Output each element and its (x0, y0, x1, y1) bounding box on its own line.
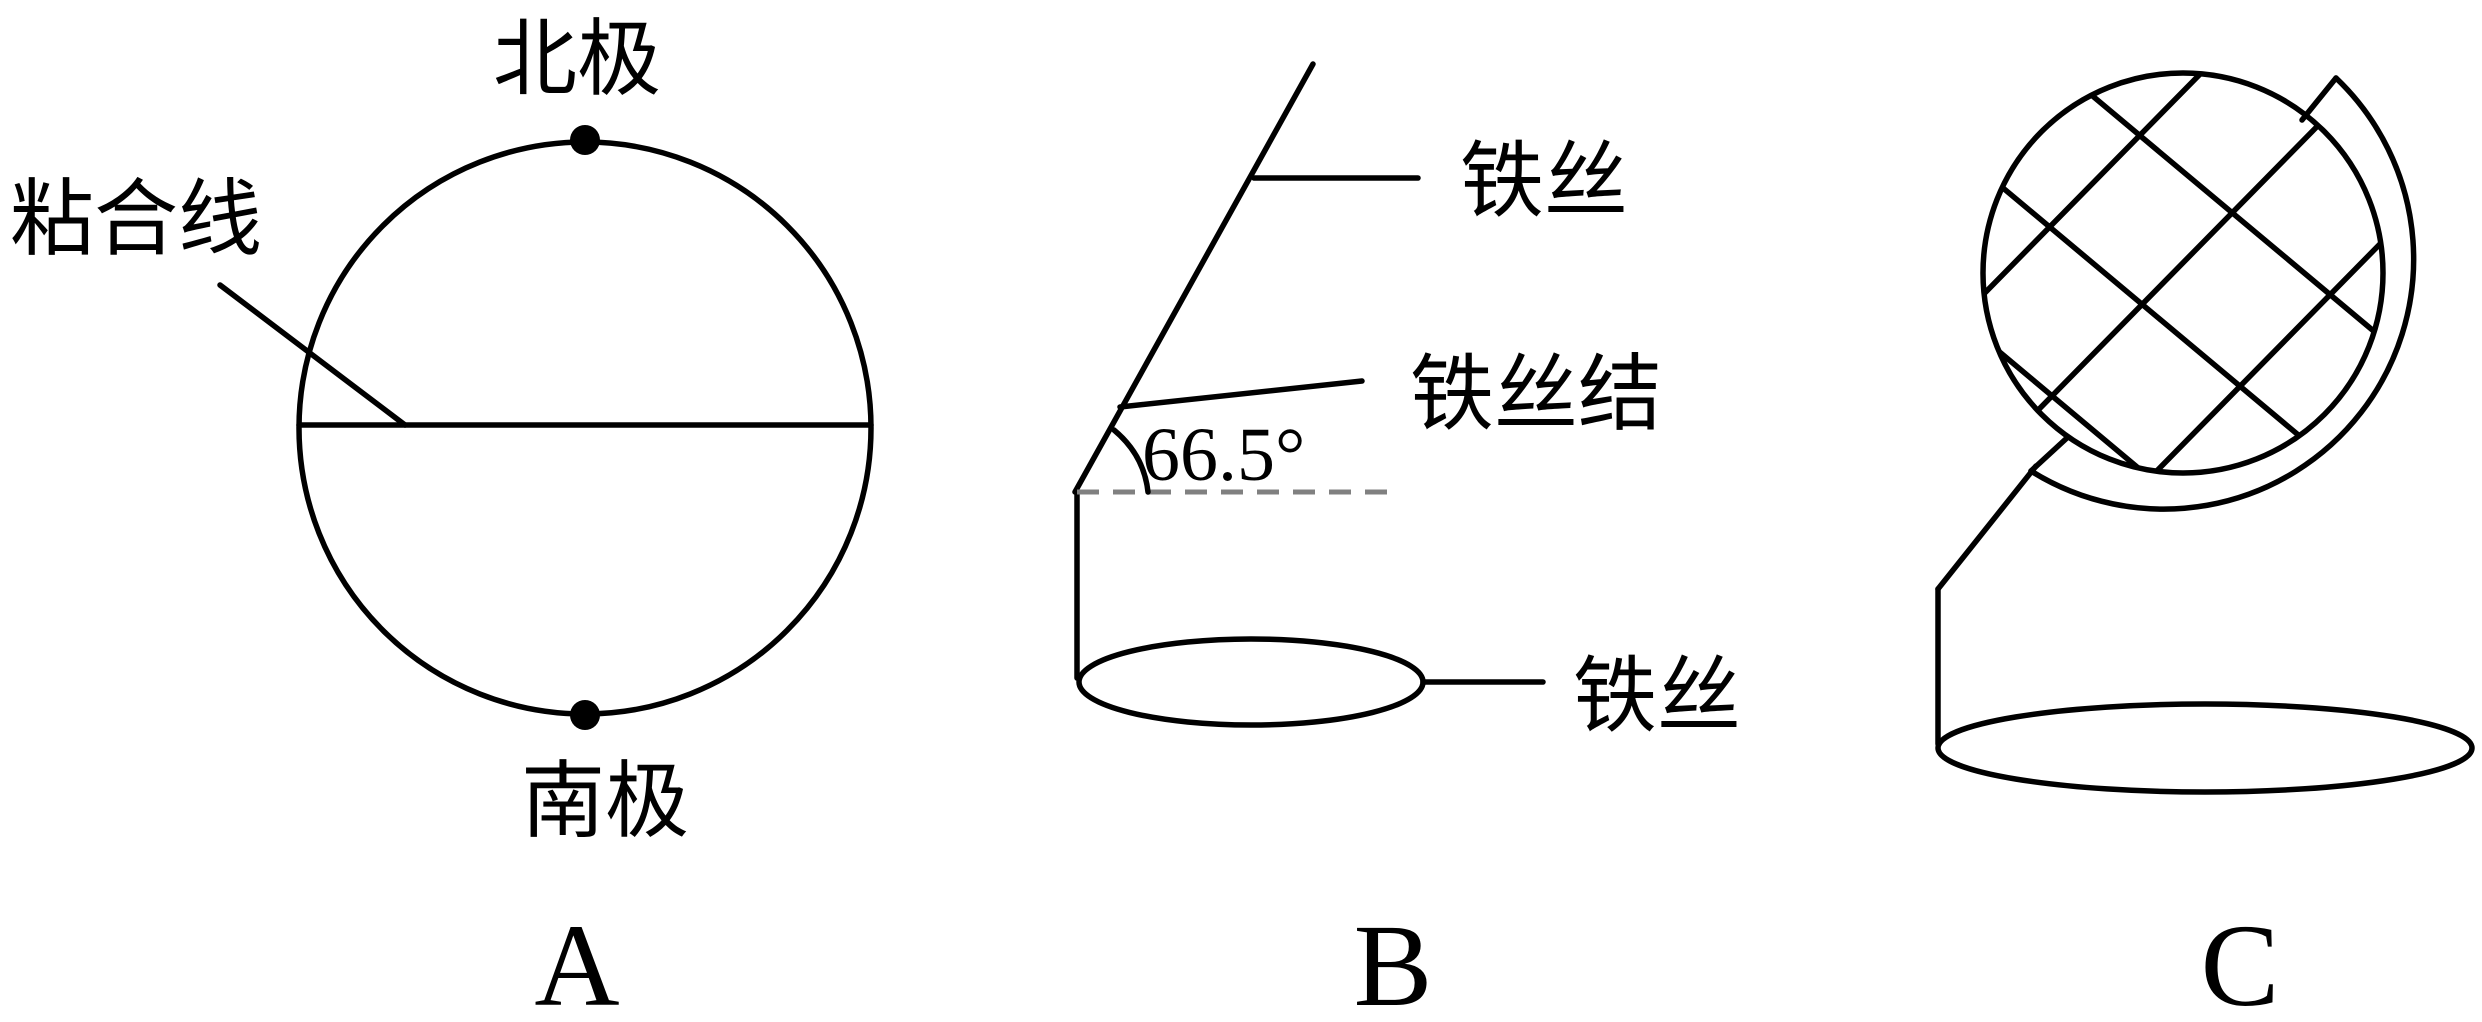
support-arm (1935, 463, 2039, 592)
angle-arc (1111, 427, 1151, 495)
grid-line (1983, 257, 2243, 473)
north-pole-label: 北极 (493, 10, 661, 108)
meridian-ring-inner-top (2299, 75, 2339, 123)
wire-knot-label: 铁丝结 (1410, 345, 1662, 443)
angle-label: 66.5° (1142, 413, 1305, 497)
south-pole-dot (570, 700, 600, 730)
seam-leader-line (217, 282, 408, 428)
grid-line (2017, 73, 2383, 473)
grid-line (1983, 73, 2383, 423)
grid-line (1983, 73, 2383, 433)
grid-line (1983, 157, 2323, 473)
grid-line (2107, 87, 2383, 473)
panel-a: 北极 粘合线 南极 A (10, 10, 874, 1022)
globe-circle (1980, 70, 2386, 476)
south-pole-label: 南极 (521, 752, 689, 850)
base-ellipse (1935, 701, 2475, 795)
north-pole-dot (570, 125, 600, 155)
panel-c-label: C (2201, 900, 2280, 1022)
base-ellipse (1076, 636, 1426, 728)
panel-b: 铁丝 铁丝结 66.5° 铁丝 B (1072, 61, 1741, 1022)
wire-knot-line (1117, 378, 1365, 410)
panel-b-label: B (1354, 900, 1433, 1022)
grid-line (1983, 73, 2383, 473)
top-wire-label: 铁丝 (1460, 132, 1628, 230)
paper-sphere-circle (296, 139, 874, 717)
grid-line (1983, 73, 2363, 343)
panel-c: C (1935, 70, 2475, 1022)
seam-label: 粘合线 (10, 170, 262, 268)
panel-a-label: A (534, 900, 619, 1022)
base-wire-label: 铁丝 (1573, 647, 1741, 745)
meridian-ring (2028, 75, 2417, 512)
axis-wire (1072, 61, 1316, 495)
